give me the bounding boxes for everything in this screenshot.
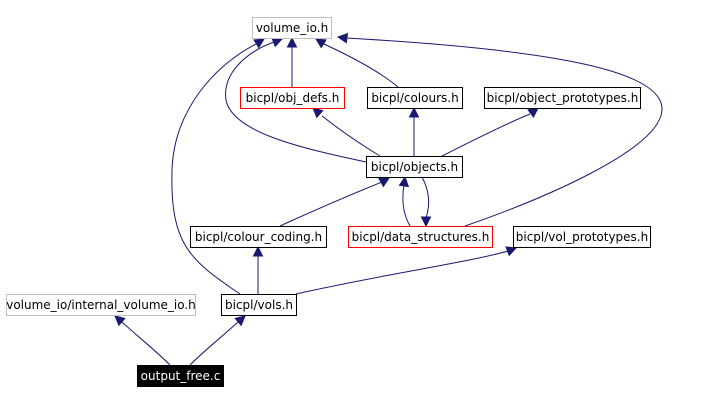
edge-colours_h-to-volume_io_h — [315, 38, 399, 88]
edge-arrowhead — [286, 36, 298, 48]
node-vol-prototypes-h[interactable]: bicpl/vol_prototypes.h — [513, 226, 651, 248]
edge-line — [441, 113, 531, 157]
edge-arrowhead — [420, 216, 432, 228]
edge-line — [295, 250, 509, 295]
node-label: output_free.c — [141, 369, 221, 383]
node-objects-h[interactable]: bicpl/objects.h — [366, 156, 463, 178]
node-output-free-c[interactable]: output_free.c — [137, 365, 224, 387]
node-box — [348, 226, 493, 248]
edge-objects_h-to-object_prototypes_h — [441, 107, 539, 157]
node-box — [252, 17, 332, 39]
node-box — [137, 365, 224, 387]
node-label: bicpl/object_prototypes.h — [487, 91, 639, 105]
node-label: volume_io/internal_volume_io.h — [6, 298, 196, 312]
edge-objects_h-to-obj_defs_h — [312, 107, 381, 157]
edge-vols_h-to-colour_coding_h — [252, 245, 264, 294]
edge-output_free_c-to-vols_h — [189, 315, 246, 366]
edge-arrowhead — [336, 32, 349, 44]
edge-obj_defs_h-to-volume_io_h — [286, 36, 298, 87]
edge-line — [171, 43, 257, 295]
edge-line — [402, 184, 411, 227]
node-internal-volume-io-h: volume_io/internal_volume_io.h — [6, 294, 196, 316]
edge-arrowhead — [398, 175, 410, 188]
node-label: bicpl/obj_defs.h — [246, 91, 340, 105]
edge-line — [225, 41, 367, 163]
node-vols-h[interactable]: bicpl/vols.h — [221, 294, 297, 316]
edge-arrowhead — [312, 107, 324, 119]
edge-objects_h-to-colours_h — [408, 106, 420, 156]
edge-arrowhead — [271, 37, 284, 48]
edge-arrowhead — [408, 106, 420, 118]
edge-line — [323, 43, 399, 88]
edge-vols_h-to-vol_prototypes_h — [295, 246, 518, 295]
node-label: bicpl/data_structures.h — [352, 230, 490, 244]
node-data-structures-h[interactable]: bicpl/data_structures.h — [348, 226, 493, 248]
edge-line — [279, 181, 383, 227]
edge-objects_h-to-data_structures_h — [420, 176, 432, 228]
edge-arrowhead — [114, 315, 126, 327]
node-object-prototypes-h[interactable]: bicpl/object_prototypes.h — [484, 87, 641, 109]
node-label: bicpl/colour_coding.h — [195, 230, 322, 244]
edge-arrowhead — [505, 246, 518, 257]
node-volume-io-h: volume_io.h — [252, 17, 332, 39]
edge-arrowhead — [234, 315, 246, 327]
node-label: volume_io.h — [256, 21, 328, 35]
node-box — [6, 294, 196, 316]
node-colour-coding-h[interactable]: bicpl/colour_coding.h — [190, 226, 327, 248]
node-box — [513, 226, 651, 248]
node-label: bicpl/colours.h — [371, 91, 458, 105]
node-colours-h[interactable]: bicpl/colours.h — [367, 87, 463, 109]
edge-arrowhead — [527, 107, 539, 118]
edge-arrowhead — [252, 245, 264, 257]
node-box — [221, 294, 297, 316]
edge-output_free_c-to-internal_volume_io_h — [114, 315, 171, 366]
edge-vols_h-to-volume_io_h — [171, 38, 265, 295]
node-label: bicpl/vol_prototypes.h — [516, 230, 648, 244]
node-box — [240, 87, 345, 109]
edge-line — [421, 176, 430, 219]
node-label: bicpl/vols.h — [225, 298, 293, 312]
edge-arrowhead — [378, 177, 390, 188]
node-box — [367, 87, 463, 109]
edge-colour_coding_h-to-objects_h — [279, 177, 390, 227]
edge-line — [189, 321, 239, 366]
edge-data_structures_h-to-volume_io_h — [336, 32, 663, 227]
edge-data_structures_h-to-objects_h — [398, 175, 411, 227]
node-obj-defs-h[interactable]: bicpl/obj_defs.h — [240, 87, 345, 109]
node-box — [484, 87, 641, 109]
node-box — [366, 156, 463, 178]
edge-line — [121, 321, 171, 366]
edge-arrowhead — [253, 38, 265, 49]
edge-line — [321, 115, 381, 157]
node-box — [190, 226, 327, 248]
edge-line — [345, 37, 663, 227]
edge-arrowhead — [315, 38, 327, 49]
node-label: bicpl/objects.h — [371, 160, 458, 174]
